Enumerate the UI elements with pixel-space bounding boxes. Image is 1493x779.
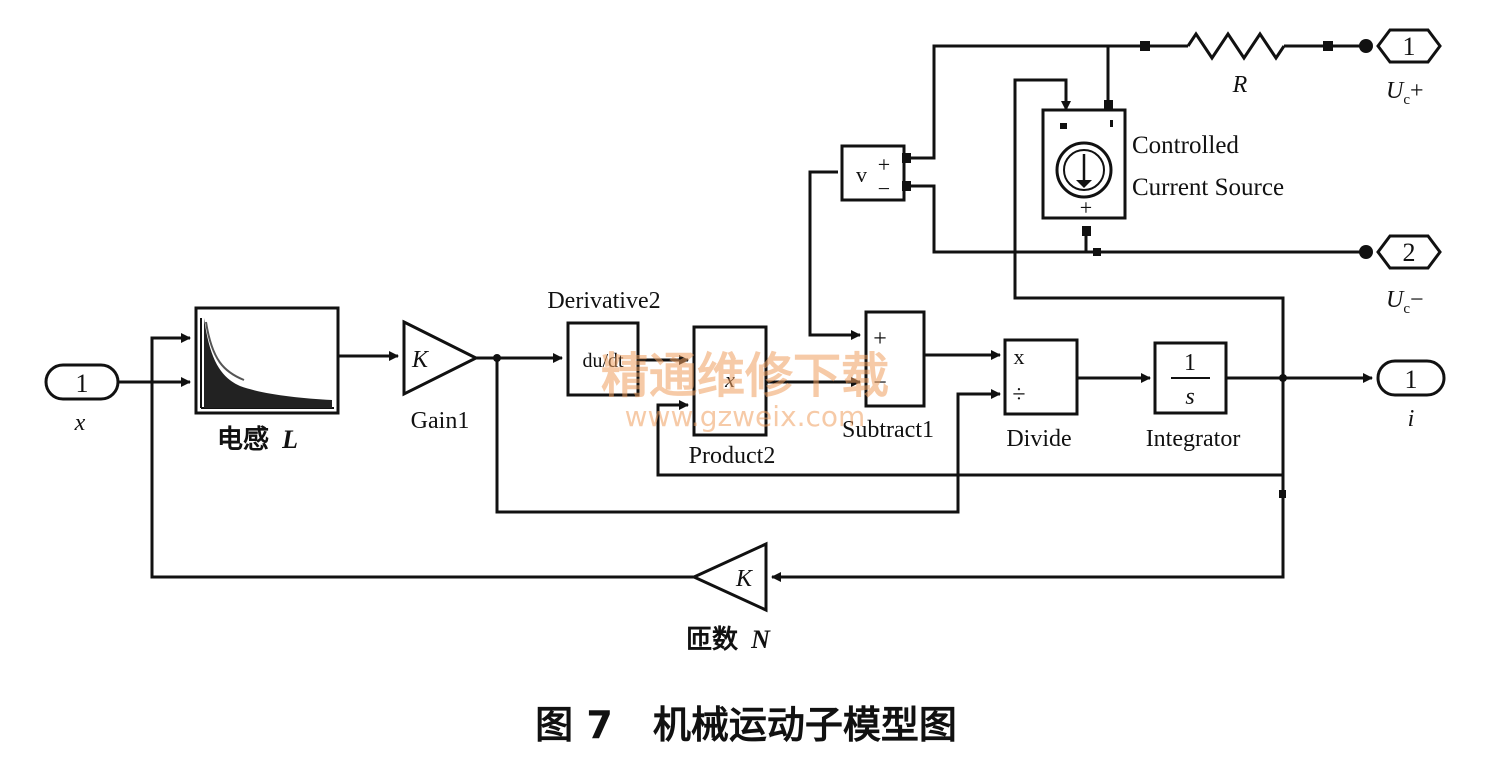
line-turns-to-inductance: [150, 333, 696, 579]
product2-symbol: x: [724, 367, 735, 392]
watermark: 精通维修下载 www.gzweix.com: [601, 348, 889, 433]
controlled-current-source-block[interactable]: +: [1041, 108, 1127, 220]
out-port-i-label: i: [1408, 406, 1415, 432]
electrical-lines: [908, 31, 1373, 259]
gain1-label: Gain1: [411, 408, 470, 434]
resistor-symbol: [1186, 31, 1286, 61]
resistor-label: R: [1232, 72, 1248, 98]
current-source-label-1: Controlled: [1132, 132, 1239, 159]
inductance-label: 电感 L: [217, 425, 298, 455]
in-port-x[interactable]: 1: [44, 363, 120, 401]
out-port-ucm[interactable]: 2: [1376, 234, 1442, 270]
divide-mul: x: [1014, 344, 1025, 369]
divide-block[interactable]: x ÷: [1003, 338, 1079, 416]
inductance-curve-icon: [200, 318, 334, 409]
out-port-i[interactable]: 1: [1376, 359, 1446, 397]
watermark-line-2: www.gzweix.com: [625, 400, 866, 433]
signal-lines: [118, 78, 1373, 582]
out-port-ucm-label: Uc−: [1386, 287, 1424, 317]
inductance-block[interactable]: [194, 306, 340, 415]
subtract1-label: Subtract1: [842, 417, 934, 443]
subtract1-minus: −: [873, 370, 887, 396]
subtract1-block[interactable]: + −: [864, 310, 926, 408]
derivative2-symbol: du/dt: [582, 350, 624, 372]
product2-block[interactable]: x: [692, 325, 768, 437]
voltmeter-symbol: v: [856, 162, 867, 187]
out-port-ucp-label: Uc+: [1386, 78, 1424, 108]
voltmeter-minus: −: [878, 176, 890, 201]
gain1-symbol: K: [411, 347, 430, 373]
voltmeter-block[interactable]: v + −: [840, 144, 911, 202]
watermark-line-1: 精通维修下载: [601, 348, 889, 404]
wire-voltmeter-minus: [908, 184, 1368, 254]
current-source-plus: +: [1080, 195, 1092, 220]
turns-label: 匝数 N: [686, 625, 771, 655]
in-port-x-label: x: [74, 410, 86, 436]
out-port-ucp-number: 1: [1403, 32, 1416, 61]
turns-block[interactable]: K: [690, 541, 768, 613]
out-port-i-number: 1: [1405, 365, 1418, 394]
integrator-label: Integrator: [1146, 426, 1241, 452]
out-port-ucm-number: 2: [1403, 238, 1416, 267]
derivative2-label: Derivative2: [547, 288, 660, 314]
voltmeter-plus: +: [878, 152, 890, 177]
product2-label: Product2: [689, 443, 776, 469]
integrator-num: 1: [1184, 350, 1196, 376]
turns-symbol: K: [735, 566, 754, 592]
current-source-label-2: Current Source: [1132, 174, 1284, 201]
wire-voltmeter-plus: [908, 44, 1145, 160]
subtract1-plus: +: [873, 326, 887, 352]
out-port-ucp[interactable]: 1: [1376, 28, 1442, 64]
gain1-block[interactable]: K: [402, 319, 480, 397]
integrator-block[interactable]: 1 s: [1153, 341, 1228, 415]
line-voltmeter-to-subtract: [808, 170, 861, 340]
line-i-to-product: [656, 400, 1283, 477]
derivative2-block[interactable]: du/dt: [566, 321, 640, 397]
in-port-number: 1: [76, 369, 89, 398]
line-i-to-current-source: [1013, 78, 1285, 378]
line-i-to-turns: [771, 378, 1285, 582]
integrator-den: s: [1185, 384, 1194, 410]
divide-label: Divide: [1006, 426, 1071, 452]
line-gain1-to-divide: [495, 358, 1001, 514]
divide-div: ÷: [1012, 382, 1025, 408]
